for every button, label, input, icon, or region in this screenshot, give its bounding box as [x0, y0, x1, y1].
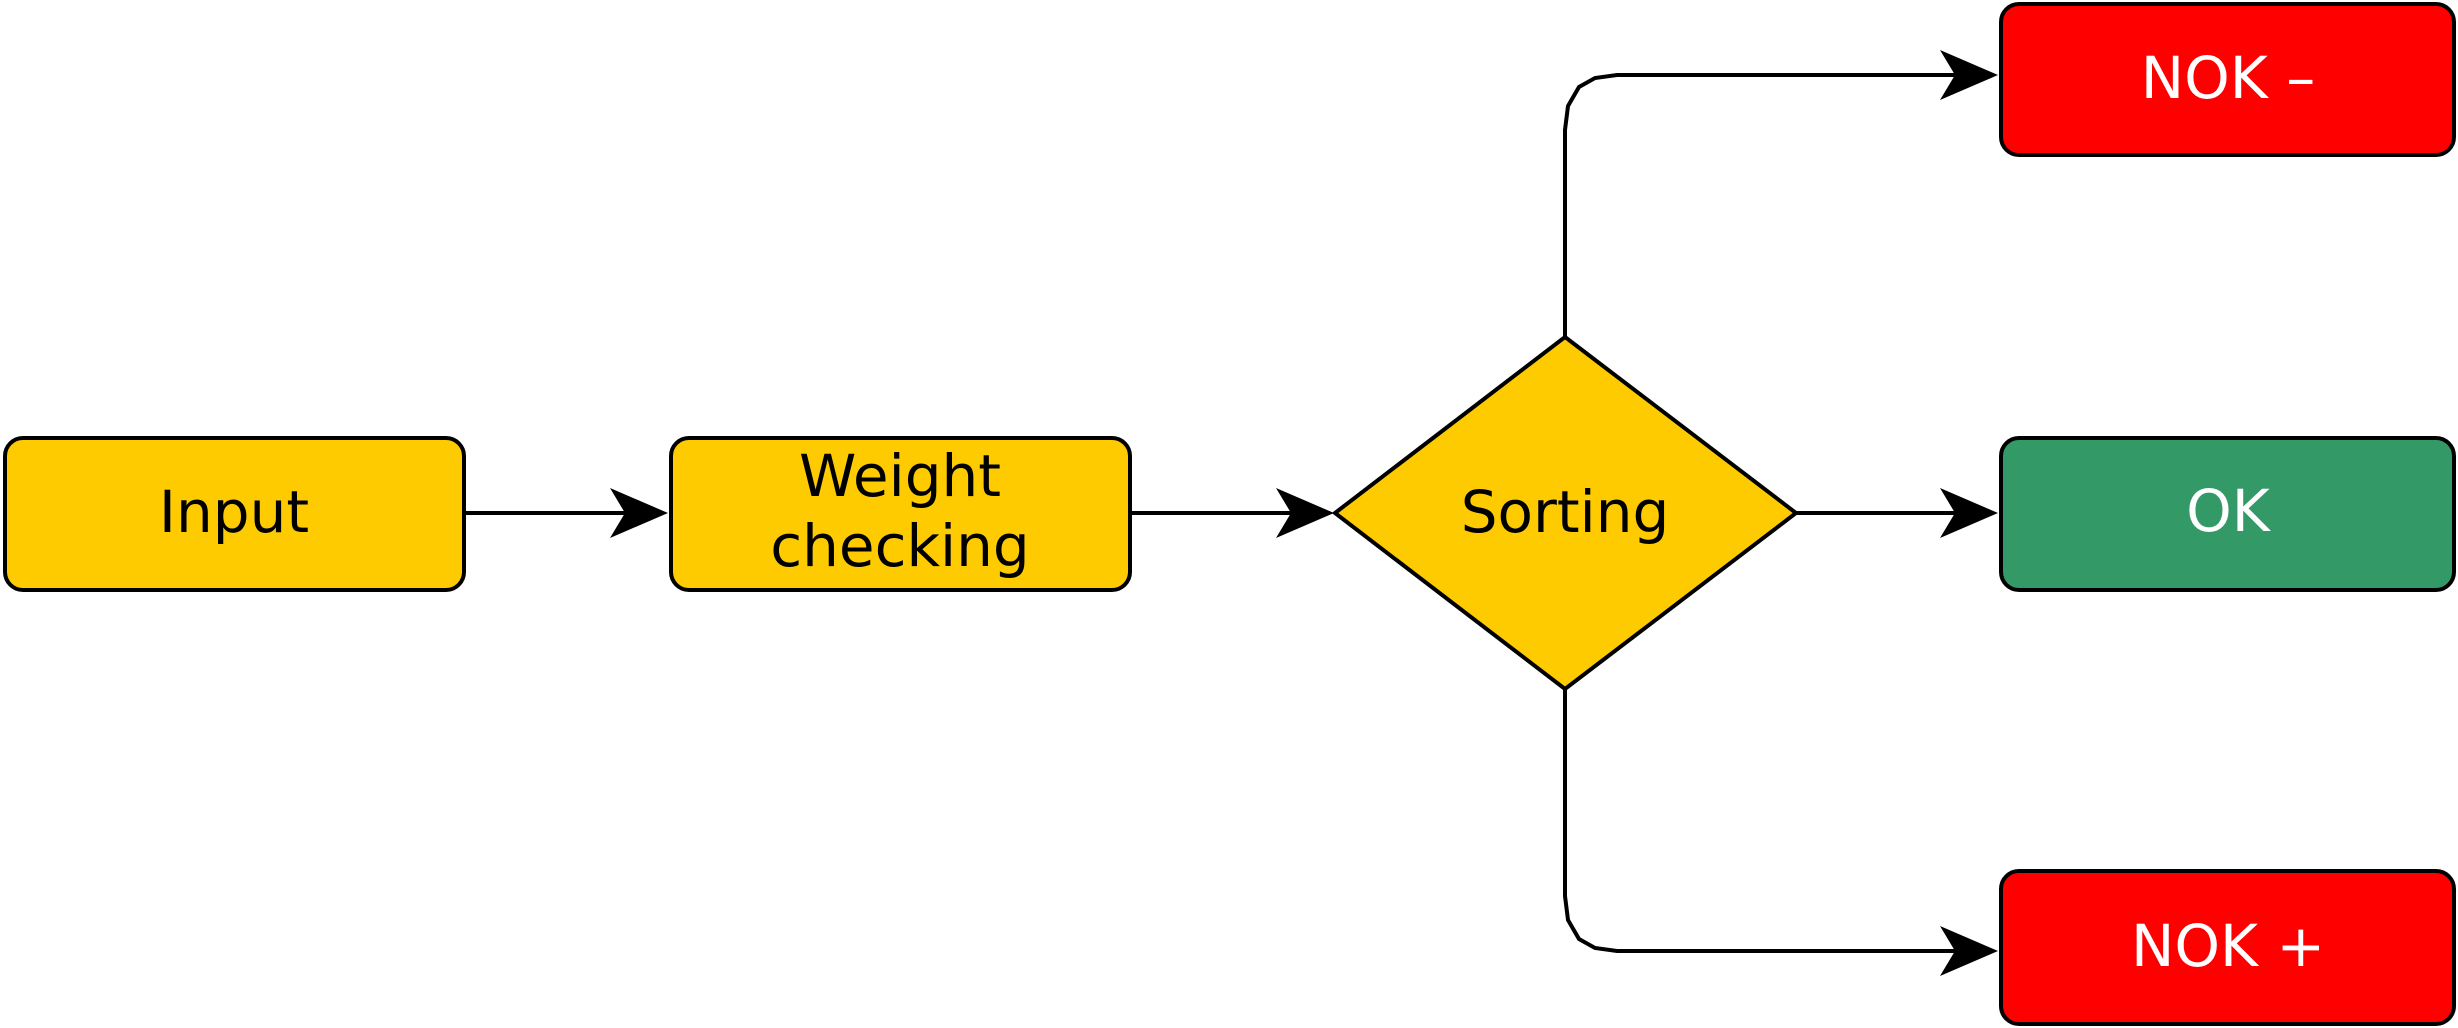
weight-checking-box: Weight checking	[669, 436, 1132, 592]
ok-label: OK	[2186, 477, 2272, 545]
nok-plus-box: NOK +	[1999, 869, 2456, 1026]
edge-weight-checking-to-sorting	[1131, 488, 1334, 538]
nok-minus-label: NOK –	[2141, 44, 2316, 112]
edge-sorting-to-nok-plus	[1563, 689, 1998, 976]
weight-checking-label-line1: Weight	[799, 442, 1001, 510]
input-label: Input	[159, 478, 309, 546]
edge-sorting-to-ok	[1796, 488, 1998, 538]
edge-sorting-to-nok-minus	[1563, 50, 1998, 337]
edge-input-to-weight-checking	[465, 488, 668, 538]
input-box: Input	[3, 436, 466, 592]
ok-box: OK	[1999, 436, 2456, 592]
sorting-diamond: Sorting	[1331, 334, 1800, 692]
edges	[465, 50, 1998, 976]
sorting-label: Sorting	[1461, 478, 1670, 546]
nok-minus-box: NOK –	[1999, 2, 2456, 157]
nok-plus-label: NOK +	[2131, 912, 2325, 980]
weight-checking-label-line2: checking	[770, 512, 1030, 580]
